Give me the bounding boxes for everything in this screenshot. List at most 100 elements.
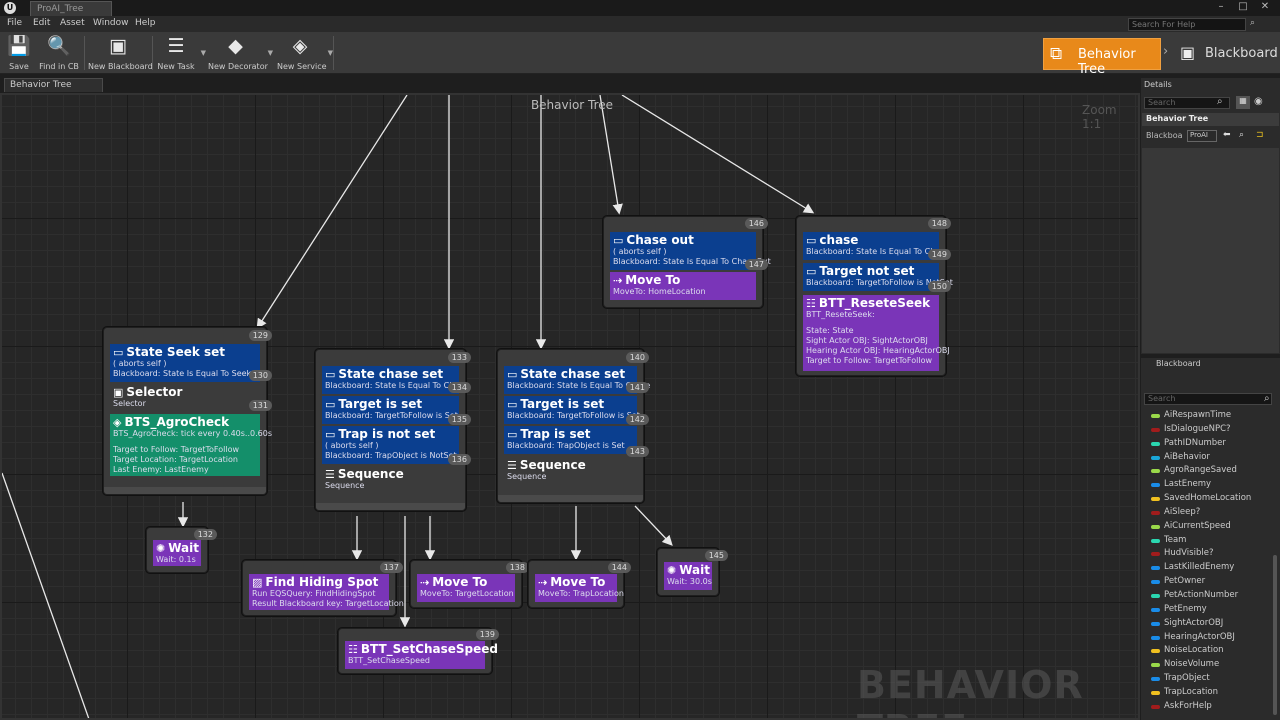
task-resete-seek-node[interactable]: 148 ▭chase Blackboard: State Is Equal To… (796, 216, 953, 376)
blackboard-key[interactable]: TrapObject (1143, 673, 1270, 687)
task-find-hiding-spot-node[interactable]: 137 ▨Find Hiding Spot Run EQSQuery: Find… (242, 560, 404, 616)
search-icon[interactable]: ⌕ (1264, 393, 1270, 404)
search-icon[interactable]: ⌕ (1217, 96, 1223, 107)
blackboard-key[interactable]: AiRespawnTime (1143, 410, 1270, 424)
decorator-state-seek-set[interactable]: ▭State Seek set ( aborts self ) Blackboa… (110, 344, 260, 382)
mode-behavior-tree-button[interactable]: ⧉ Behavior Tree (1043, 38, 1161, 77)
details-header[interactable]: Details (1144, 80, 1172, 89)
blackboard-scrollbar[interactable] (1273, 555, 1277, 715)
blackboard-key[interactable]: NoiseLocation (1143, 645, 1270, 659)
eye-icon[interactable]: ◉ (1254, 96, 1263, 107)
blackboard-key[interactable]: SightActorOBJ (1143, 618, 1270, 632)
blackboard-header[interactable]: Blackboard (1156, 359, 1201, 368)
blackboard-key[interactable]: PathIDNumber (1143, 438, 1270, 452)
blackboard-key-label: AiBehavior (1164, 451, 1210, 462)
task-move-to[interactable]: ⇢Move To MoveTo: TrapLocation (535, 574, 624, 602)
decorator-target-is-set[interactable]: ▭Target is set Blackboard: TargetToFollo… (504, 396, 640, 424)
composite-selector[interactable]: ▣Selector Selector (113, 385, 183, 408)
blackboard-key[interactable]: PetActionNumber (1143, 590, 1270, 604)
blackboard-key[interactable]: SavedHomeLocation (1143, 493, 1270, 507)
new-blackboard-button[interactable]: ▣ New Blackboard (88, 35, 153, 71)
key-type-icon (1151, 593, 1160, 598)
menu-asset[interactable]: Asset (60, 18, 85, 28)
details-section-behavior-tree[interactable]: Behavior Tree (1142, 113, 1279, 126)
output-pin[interactable] (104, 487, 266, 494)
chevron-down-icon[interactable]: ▼ (267, 49, 273, 57)
tab-behavior-tree[interactable]: Behavior Tree (4, 78, 103, 92)
decorator-trap-is-not-set[interactable]: ▭Trap is not set ( aborts self ) Blackbo… (322, 426, 459, 464)
composite-sequence[interactable]: ☰Sequence Sequence (507, 458, 586, 481)
reset-icon[interactable]: ⊐ (1256, 130, 1264, 140)
decorator-state-chase-set[interactable]: ▭State chase set Blackboard: State Is Eq… (504, 366, 650, 394)
close-button[interactable]: ✕ (1260, 1, 1270, 12)
menu-edit[interactable]: Edit (33, 18, 51, 28)
chevron-down-icon[interactable]: ▼ (327, 49, 333, 57)
task-wait[interactable]: ✺Wait Wait: 0.1s (153, 540, 201, 566)
blackboard-key[interactable]: PetOwner (1143, 576, 1270, 590)
task-wait-node[interactable]: 145 ✺Wait Wait: 30.0s (657, 548, 728, 596)
task-move-to-node[interactable]: 138 ⇢Move To MoveTo: TargetLocation (410, 560, 529, 608)
task-find-hiding-spot[interactable]: ▨Find Hiding Spot Run EQSQuery: FindHidi… (249, 574, 404, 610)
decorator-chase[interactable]: ▭chase Blackboard: State Is Equal To Cha… (803, 232, 949, 260)
decorator-state-chase-set[interactable]: ▭State chase set Blackboard: State Is Eq… (322, 366, 468, 394)
blackboard-key[interactable]: TrapLocation (1143, 687, 1270, 701)
blackboard-key[interactable]: AgroRangeSaved (1143, 465, 1270, 479)
key-type-icon (1151, 690, 1160, 695)
task-wait[interactable]: ✺Wait Wait: 30.0s (664, 562, 712, 590)
blackboard-key[interactable]: LastKilledEnemy (1143, 562, 1270, 576)
blackboard-key[interactable]: LastEnemy (1143, 479, 1270, 493)
output-pin[interactable] (316, 503, 465, 510)
new-task-button[interactable]: ☰ New Task ▼ (157, 35, 206, 71)
blackboard-key[interactable]: AiSleep? (1143, 507, 1270, 521)
task-move-to[interactable]: ⇢Move To MoveTo: HomeLocation (610, 272, 756, 300)
task-move-to-node[interactable]: 144 ⇢Move To MoveTo: TrapLocation (528, 560, 631, 608)
graph-canvas[interactable]: Behavior Tree Zoom 1:1 BEHAVIOR TREE 129… (0, 93, 1140, 720)
blackboard-key[interactable]: IsDialogueNPC? (1143, 424, 1270, 438)
minimize-button[interactable]: – (1218, 1, 1224, 12)
new-decorator-button[interactable]: ◆ New Decorator ▼ (208, 35, 273, 71)
task-btt-setchasespeed[interactable]: ☷BTT_SetChaseSpeed BTT_SetChaseSpeed (345, 641, 498, 669)
task-set-chase-speed-node[interactable]: 139 ☷BTT_SetChaseSpeed BTT_SetChaseSpeed (338, 628, 499, 674)
document-tab[interactable]: ProAI_Tree (30, 1, 112, 16)
blackboard-search-input[interactable]: Search (1144, 393, 1272, 405)
arrow-left-icon[interactable]: ⬅ (1223, 130, 1231, 140)
sequence-node[interactable]: 140 ▭State chase set Blackboard: State I… (497, 349, 650, 503)
decorator-trap-is-set[interactable]: ▭Trap is set Blackboard: TrapObject is S… (504, 426, 637, 454)
blackboard-key[interactable]: HudVisible? (1143, 548, 1270, 562)
property-matrix-icon[interactable]: ▦ (1236, 96, 1250, 109)
blackboard-key[interactable]: HearingActorOBJ (1143, 632, 1270, 646)
blackboard-key[interactable]: AiBehavior (1143, 452, 1270, 466)
find-in-cb-button[interactable]: 🔍 Find in CB (39, 35, 79, 71)
blackboard-key-label: PathIDNumber (1164, 437, 1226, 448)
new-service-button[interactable]: ◈ New Service ▼ (277, 35, 333, 71)
save-button[interactable]: 💾 Save (7, 35, 31, 71)
composite-sequence[interactable]: ☰Sequence Sequence (325, 467, 404, 490)
maximize-button[interactable]: □ (1238, 1, 1248, 12)
mode-blackboard-button[interactable]: ▣ Blackboard (1180, 43, 1278, 62)
selector-node[interactable]: 129 ▭State Seek set ( aborts self ) Blac… (103, 327, 272, 495)
service-bts-agrocheck[interactable]: ◈BTS_AgroCheck BTS_AgroCheck: tick every… (110, 414, 272, 476)
blackboard-asset-combo[interactable]: ProAI (1187, 130, 1217, 142)
output-pin[interactable] (498, 495, 643, 502)
menu-help[interactable]: Help (135, 18, 156, 28)
help-search-icon[interactable]: ⌕ (1250, 18, 1256, 28)
task-wait-node[interactable]: 132 ✺Wait Wait: 0.1s (146, 527, 217, 573)
decorator-chase-out[interactable]: ▭Chase out ( aborts self ) Blackboard: S… (610, 232, 771, 270)
blackboard-key[interactable]: AskForHelp (1143, 701, 1270, 715)
blackboard-key[interactable]: PetEnemy (1143, 604, 1270, 618)
decorator-target-not-set[interactable]: ▭Target not set Blackboard: TargetToFoll… (803, 263, 953, 291)
sequence-node[interactable]: 133 ▭State chase set Blackboard: State I… (315, 349, 471, 511)
details-search-input[interactable]: Search (1144, 97, 1230, 109)
chevron-down-icon[interactable]: ▼ (200, 49, 206, 57)
blackboard-key[interactable]: AiCurrentSpeed (1143, 521, 1270, 535)
search-icon[interactable]: ⌕ (1239, 130, 1245, 140)
decorator-target-is-set[interactable]: ▭Target is set Blackboard: TargetToFollo… (322, 396, 459, 424)
task-move-to[interactable]: ⇢Move To MoveTo: TargetLocation (417, 574, 515, 602)
blackboard-key[interactable]: NoiseVolume (1143, 659, 1270, 673)
blackboard-key[interactable]: Team (1143, 535, 1270, 549)
task-move-home-node[interactable]: 146 ▭Chase out ( aborts self ) Blackboar… (603, 216, 771, 308)
task-btt-reseteseek[interactable]: ☷BTT_ReseteSeek BTT_ReseteSeek: State: S… (803, 295, 950, 371)
menu-file[interactable]: File (7, 18, 23, 28)
menu-window[interactable]: Window (93, 18, 129, 28)
help-search-input[interactable]: Search For Help (1128, 18, 1246, 31)
